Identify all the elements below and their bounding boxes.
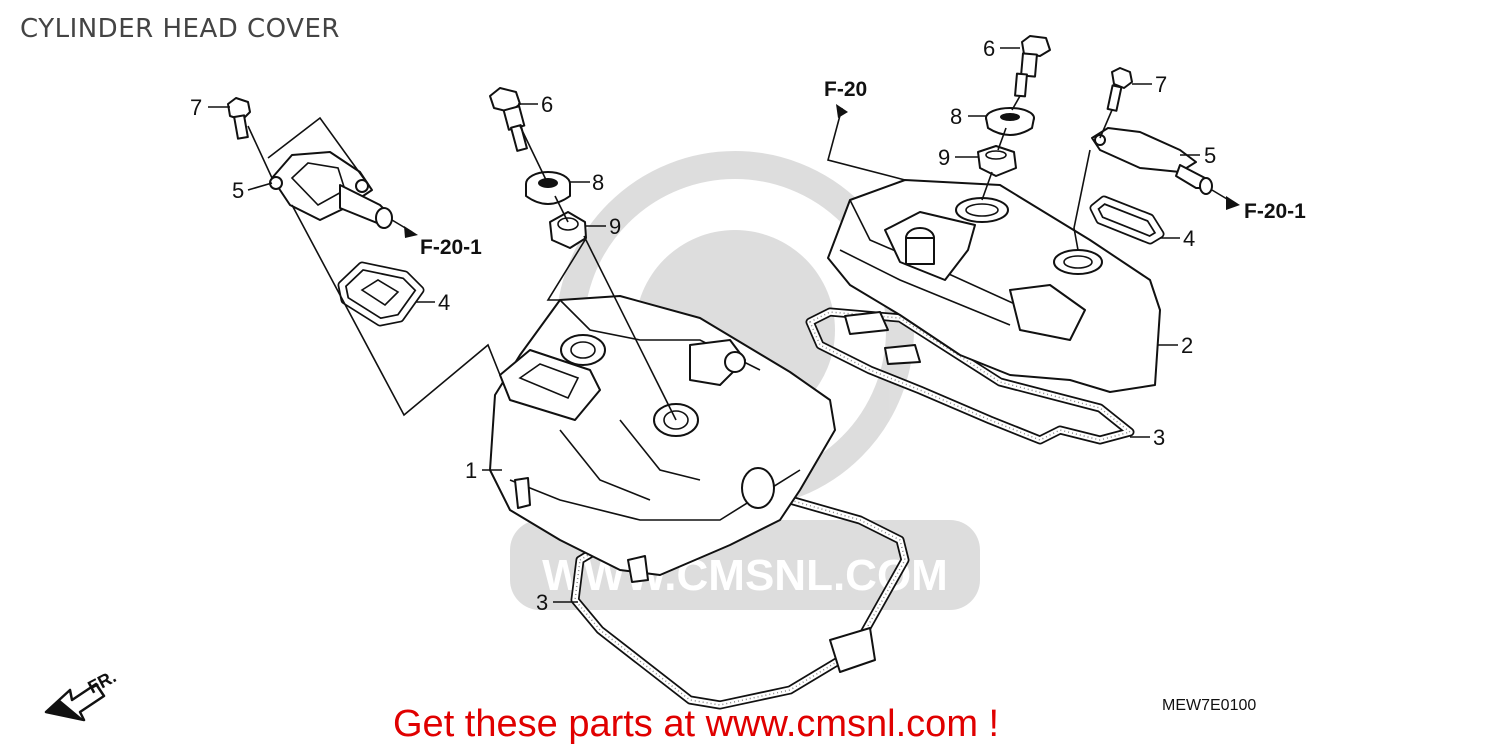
ref-f20-1-right[interactable]: F-20-1 xyxy=(1244,200,1306,223)
breather-gasket-4-right xyxy=(1089,195,1165,245)
diagram-reference-code: MEW7E0100 xyxy=(1162,697,1257,714)
callout-8-right: 8 xyxy=(950,104,962,129)
gasket-3-right xyxy=(805,307,1135,445)
grommet-8-left xyxy=(525,171,571,205)
callout-9-left: 9 xyxy=(609,214,621,239)
bolt-6-left xyxy=(489,87,528,152)
seal-9-right xyxy=(977,145,1017,177)
breather-cover-5-left xyxy=(269,151,393,229)
bolt-7-left xyxy=(227,97,251,140)
callout-4-right: 4 xyxy=(1183,226,1195,251)
ref-f20[interactable]: F-20 xyxy=(824,78,867,101)
callout-4-left: 4 xyxy=(438,290,450,315)
breather-cover-5-right xyxy=(1091,127,1213,195)
callout-7-right: 7 xyxy=(1155,72,1167,97)
cylinder-head-cover-2 xyxy=(827,179,1161,393)
callout-2: 2 xyxy=(1181,333,1193,358)
cylinder-head-cover-1 xyxy=(489,295,836,583)
callout-9-right: 9 xyxy=(938,145,950,170)
callout-leaders xyxy=(208,47,1200,603)
gasket-3-left xyxy=(570,495,910,710)
footer-parts-link[interactable]: Get these parts at www.cmsnl.com ! xyxy=(393,703,1000,745)
breather-gasket-4-left xyxy=(337,261,425,327)
callout-6-right: 6 xyxy=(983,36,995,61)
seal-9-left xyxy=(549,211,587,249)
leader-lines-right xyxy=(827,95,1240,251)
callout-5-left: 5 xyxy=(232,178,244,203)
bolt-6-right xyxy=(1014,35,1051,98)
callout-7-left: 7 xyxy=(190,95,202,120)
bolt-7-right xyxy=(1106,67,1133,112)
leader-lines-left xyxy=(247,116,677,421)
ref-f20-1-left[interactable]: F-20-1 xyxy=(420,236,482,259)
front-direction-arrow: FR. xyxy=(44,666,119,722)
page-title: CYLINDER HEAD COVER xyxy=(20,14,340,44)
grommet-8-right xyxy=(985,107,1035,136)
callout-1: 1 xyxy=(465,458,477,483)
callout-3-right: 3 xyxy=(1153,425,1165,450)
callout-5-right: 5 xyxy=(1204,143,1216,168)
callout-8-left: 8 xyxy=(592,170,604,195)
callout-3-left: 3 xyxy=(536,590,548,615)
callout-6-left: 6 xyxy=(541,92,553,117)
